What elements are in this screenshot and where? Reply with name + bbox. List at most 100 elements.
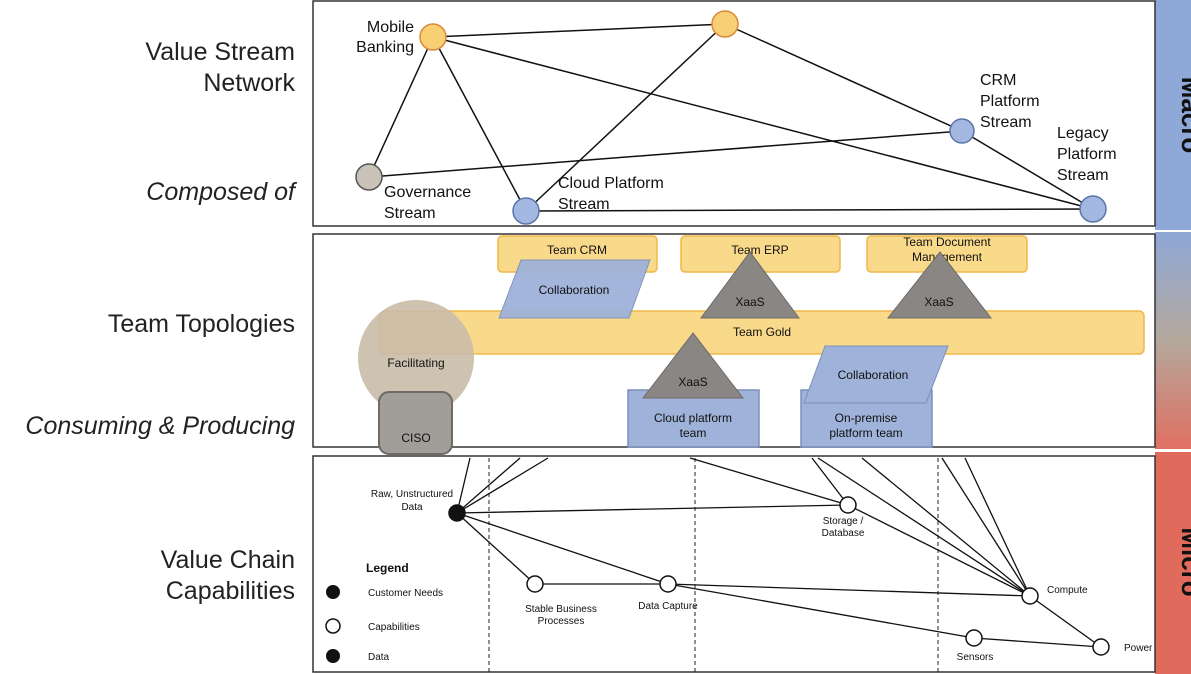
link xyxy=(964,457,1031,597)
team-topologies-label: Team Topologies xyxy=(107,310,295,338)
legend-customer-needs-swatch xyxy=(326,585,340,599)
edge xyxy=(432,36,1094,210)
link xyxy=(861,457,1031,597)
collaboration-shape xyxy=(498,259,651,319)
sensors-label: Sensors xyxy=(957,652,994,663)
collaboration-label: Collaboration xyxy=(838,368,909,382)
legend-data-swatch xyxy=(326,649,340,663)
stable-processes-label-line-2: Processes xyxy=(538,616,585,627)
xaas-triangle xyxy=(700,251,800,319)
label-line: Value Chain xyxy=(160,546,295,574)
raw-data-label-line-2: Data xyxy=(401,502,423,513)
storage-label: Storage /Database xyxy=(822,516,865,539)
facilitating-label: Facilitating xyxy=(387,356,444,370)
link xyxy=(941,457,1031,597)
raw-data-node xyxy=(448,504,466,522)
team-crm-label: Team CRM xyxy=(547,243,607,257)
ciso-label: CISO xyxy=(401,431,430,445)
legend-data-label: Data xyxy=(368,652,390,663)
edge xyxy=(368,36,434,178)
crm-platform-node xyxy=(949,118,975,144)
mobile-banking-label-line-2: Banking xyxy=(356,39,414,56)
link xyxy=(1029,595,1102,648)
label-line: Capabilities xyxy=(165,577,295,605)
crm-platform-label-line-3: Stream xyxy=(980,114,1032,131)
onprem-platform-team-label-line-1: On-premise xyxy=(835,411,898,425)
value-chain-capabilities-label: Value Chain Capabilities xyxy=(161,545,295,607)
link xyxy=(667,583,975,639)
network-edges xyxy=(368,23,1094,212)
governance-label-line-2: Stream xyxy=(384,205,436,222)
crm-platform-label-line-1: CRM xyxy=(980,72,1016,89)
link xyxy=(456,512,536,585)
legend: Legend Customer Needs Capabilities Data xyxy=(325,561,443,663)
evolution-dividers xyxy=(488,458,939,672)
edge xyxy=(525,208,1094,212)
edge xyxy=(432,36,527,212)
value-stream-network-label: Value Stream Network xyxy=(145,37,295,99)
legend-capabilities-swatch xyxy=(325,618,341,634)
unnamed-stream-node xyxy=(711,10,739,38)
link xyxy=(811,457,849,506)
power-node xyxy=(1092,638,1110,656)
link xyxy=(847,504,1031,597)
link xyxy=(456,504,849,514)
macro-label: Macro xyxy=(1176,77,1191,154)
stable-processes-label-line-1: Stable Business xyxy=(525,604,597,615)
legacy-platform-label-line-2: Platform xyxy=(1057,146,1117,163)
data-capture-node xyxy=(659,575,677,593)
cloud-platform-node xyxy=(512,197,540,225)
xaas-label: XaaS xyxy=(924,295,953,309)
sensors-node xyxy=(965,629,983,647)
micro-sidebar xyxy=(1155,452,1191,674)
xaas-label: XaaS xyxy=(678,375,707,389)
gradient-sidebar xyxy=(1155,232,1191,449)
micro-label: Micro xyxy=(1176,527,1191,596)
link xyxy=(456,457,471,514)
link xyxy=(973,637,1102,648)
cloud-platform-team-label-line-1: Cloud platform xyxy=(654,411,732,425)
raw-data-label-line-1: Raw, Unstructured xyxy=(371,489,453,500)
legend-capabilities-label: Capabilities xyxy=(368,622,420,633)
ciso-box xyxy=(378,391,453,455)
stable-processes-node xyxy=(526,575,544,593)
legacy-platform-label-line-1: Legacy xyxy=(1057,125,1109,142)
power-label: Power xyxy=(1124,643,1153,654)
link xyxy=(817,457,1031,597)
storage-node xyxy=(839,496,857,514)
team-gold-label: Team Gold xyxy=(733,325,791,339)
macro-panel xyxy=(312,0,1156,227)
compute-node xyxy=(1021,587,1039,605)
macro-sidebar xyxy=(1155,0,1191,230)
legacy-platform-node xyxy=(1079,195,1107,223)
xaas-label: XaaS xyxy=(735,295,764,309)
mobile-banking-node xyxy=(419,23,447,51)
cloud-platform-team-label-line-2: team xyxy=(680,426,707,440)
collaboration-label: Collaboration xyxy=(539,283,610,297)
label-line: Value Stream xyxy=(145,38,295,66)
legend-customer-needs-label: Customer Needs xyxy=(368,588,443,599)
value-chain-links xyxy=(456,457,1102,648)
storage-label-line-1: Storage / xyxy=(823,516,864,527)
composed-of-label: Composed of xyxy=(146,178,295,206)
data-capture-label: Data Capture xyxy=(638,601,698,612)
edge xyxy=(724,23,963,132)
compute-label: Compute xyxy=(1047,585,1088,596)
mobile-banking-label-line-1: Mobile xyxy=(367,19,414,36)
xaas-triangle xyxy=(641,332,745,399)
cloud-platform-label-line-2: Stream xyxy=(558,196,610,213)
link xyxy=(456,512,669,585)
crm-platform-label-line-2: Platform xyxy=(980,93,1040,110)
cloud-platform-team-box xyxy=(627,389,760,448)
onprem-platform-team-label-line-2: platform team xyxy=(829,426,902,440)
governance-label-line-1: Governance xyxy=(384,184,471,201)
